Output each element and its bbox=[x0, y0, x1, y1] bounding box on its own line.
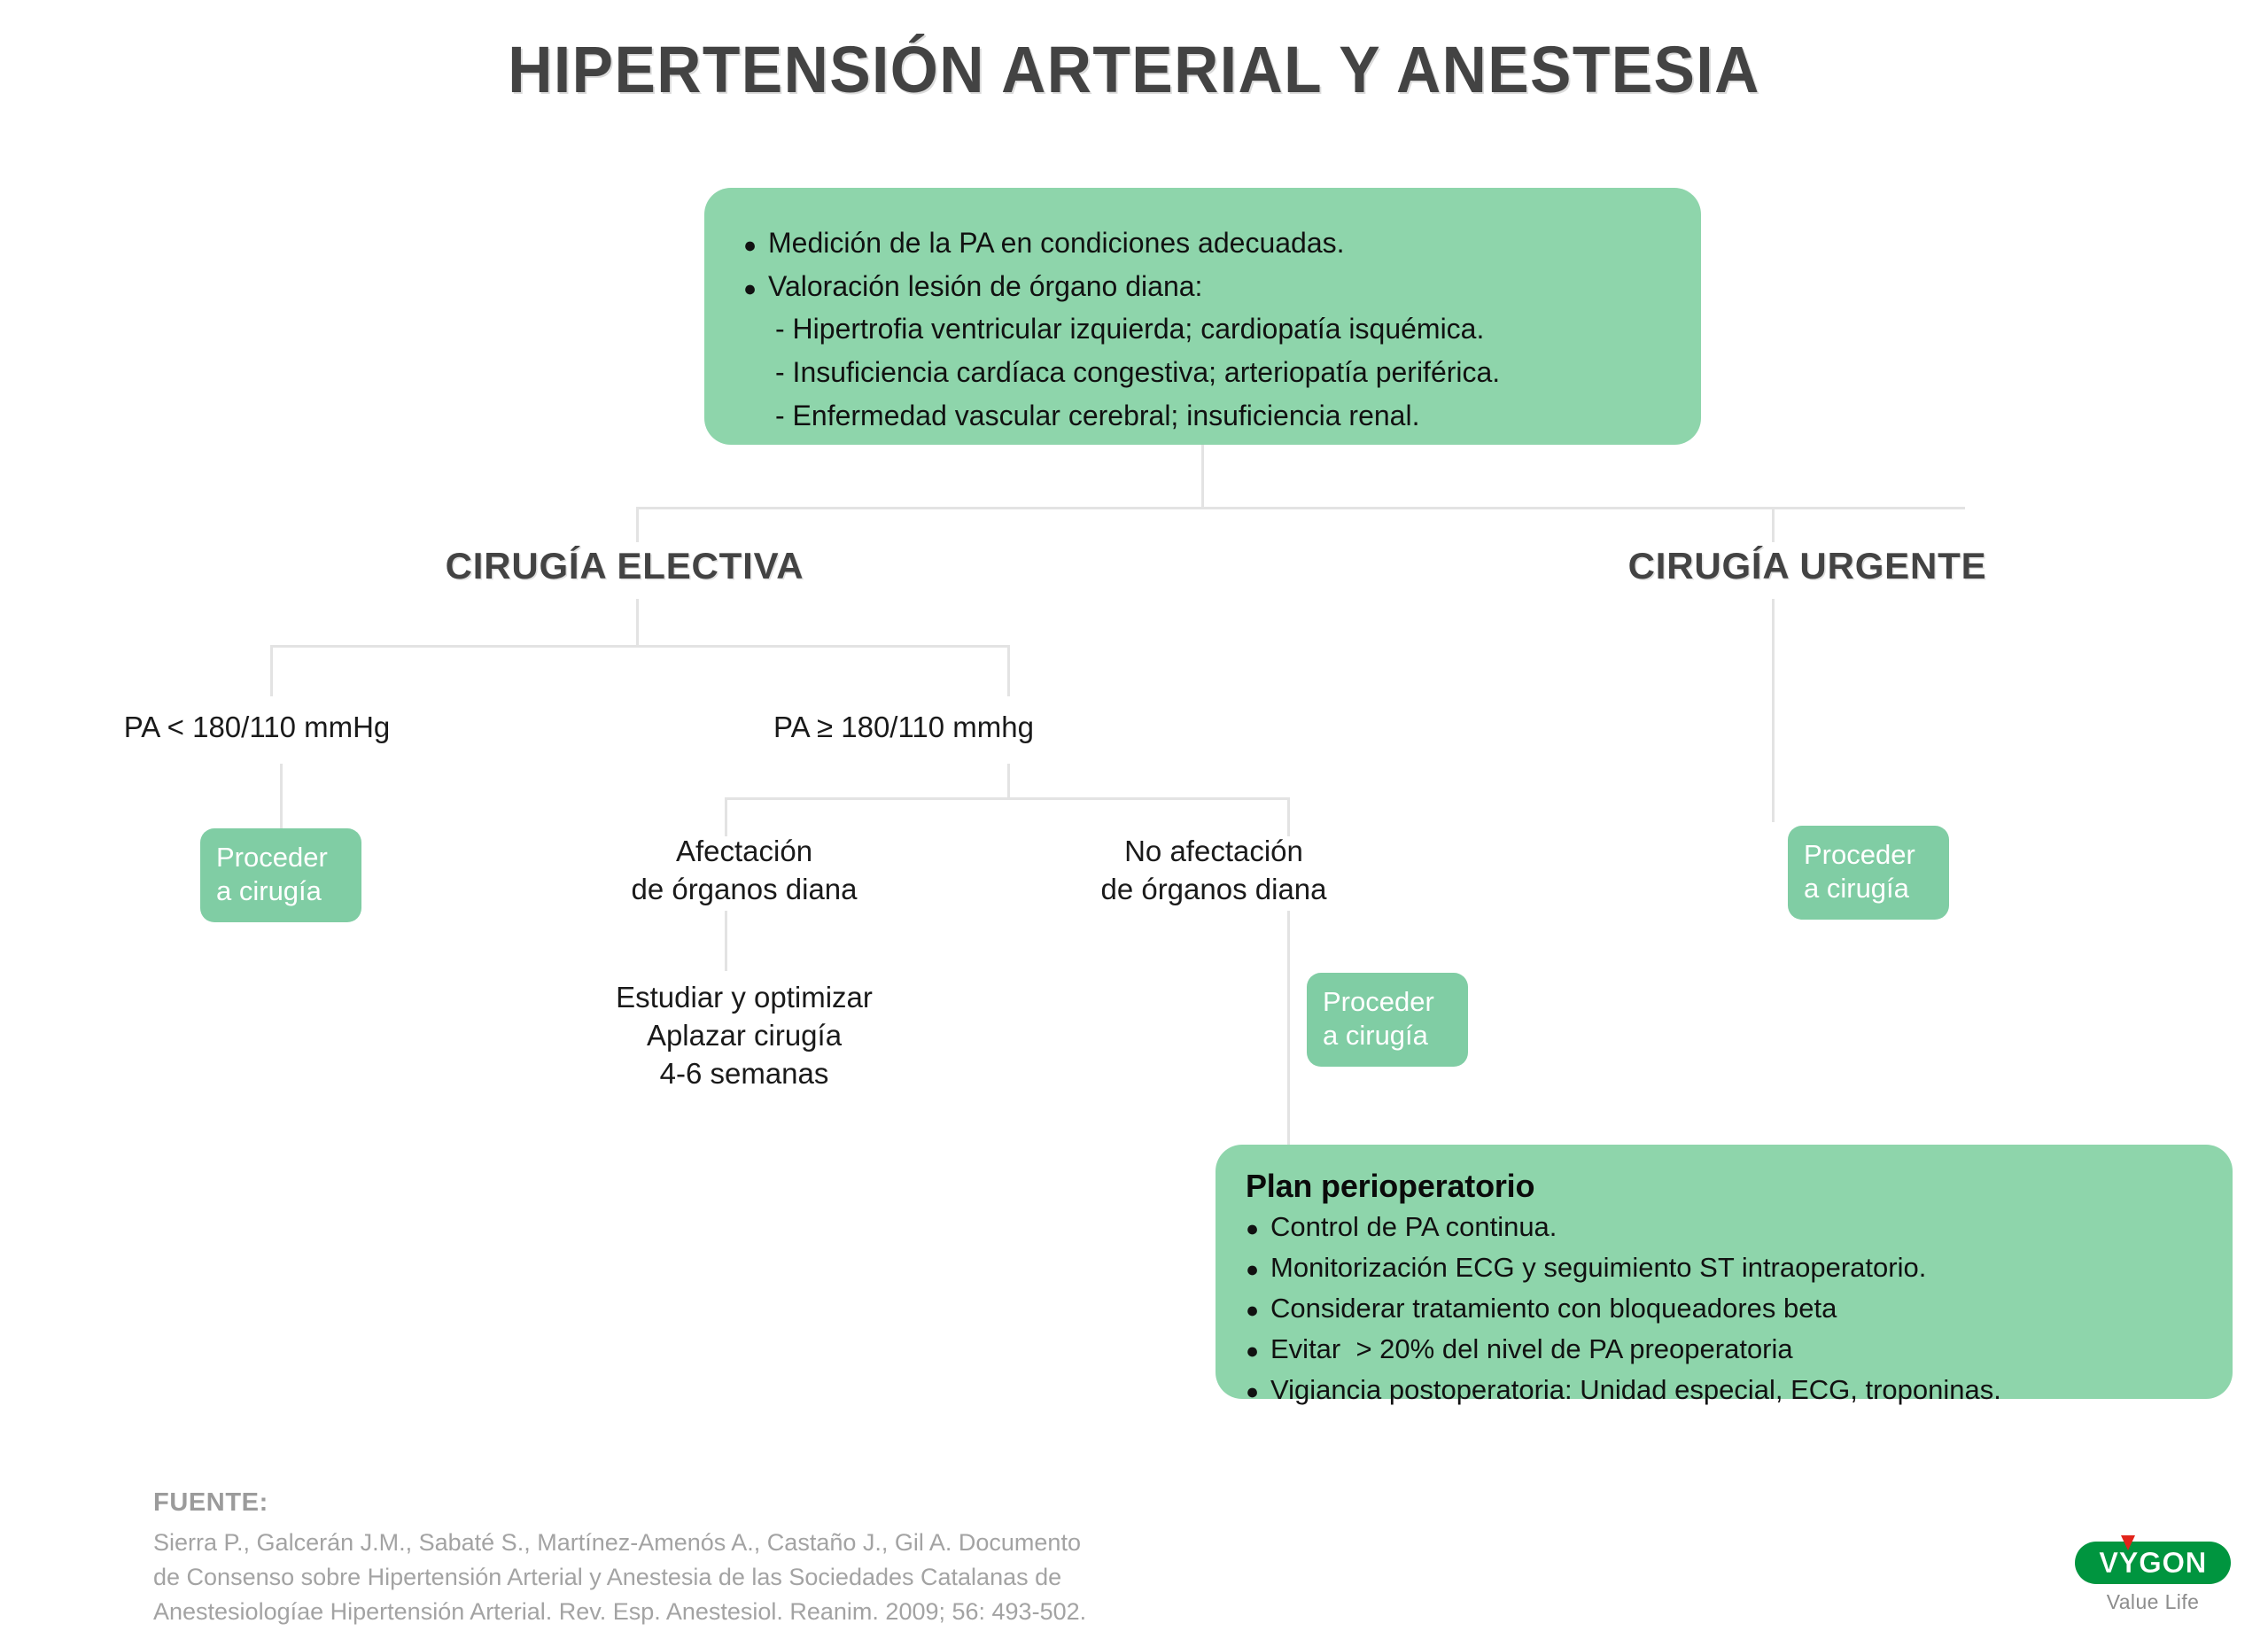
bullet-dot-icon: ● bbox=[1246, 1256, 1260, 1282]
assessment-bullet-2-text: Valoración lesión de órgano diana: bbox=[768, 269, 1203, 302]
connector-electiva-stem bbox=[636, 599, 639, 647]
assessment-bullet-2: ● Valoración lesión de órgano diana: bbox=[743, 265, 1662, 308]
bullet-dot-icon: ● bbox=[1246, 1338, 1260, 1363]
connector-pa-high-stem bbox=[1007, 764, 1010, 799]
plan-perioperatorio-panel: Plan perioperatorio ● Control de PA cont… bbox=[1216, 1145, 2233, 1405]
label-pa-low: PA < 180/110 mmHg bbox=[123, 711, 391, 743]
plan-bullet-2-text: Monitorización ECG y seguimiento ST intr… bbox=[1270, 1251, 1927, 1283]
branch-heading-urgente: CIRUGÍA URGENTE bbox=[1627, 545, 1987, 586]
bullet-dot-icon: ● bbox=[743, 276, 757, 301]
pill-proceder-a-cirugia-no-afectacion: Proceder a cirugía bbox=[1307, 973, 1468, 1067]
plan-bullet-1-text: Control de PA continua. bbox=[1270, 1211, 1557, 1242]
assessment-bullet-1: ● Medición de la PA en condiciones adecu… bbox=[743, 221, 1662, 265]
plan-bullet-3-text: Considerar tratamiento con bloqueadores … bbox=[1270, 1292, 1837, 1324]
logo-pill-shape: VYGON bbox=[2075, 1535, 2231, 1584]
red-droplet-icon bbox=[2121, 1535, 2135, 1550]
connector-to-urgente bbox=[1772, 507, 1775, 542]
plan-bullet-4: ● Evitar > 20% del nivel de PA preoperat… bbox=[1246, 1329, 2202, 1370]
assessment-panel: ● Medición de la PA en condiciones adecu… bbox=[704, 188, 1701, 445]
connector-organ-bar bbox=[725, 797, 1290, 800]
plan-bullet-2: ● Monitorización ECG y seguimiento ST in… bbox=[1246, 1247, 2202, 1288]
label-pa-high: PA ≥ 180/110 mmhg bbox=[773, 711, 1034, 743]
source-citation: Sierra P., Galcerán J.M., Sabaté S., Mar… bbox=[153, 1529, 1087, 1626]
connector-pa-low-to-pill bbox=[280, 764, 283, 833]
plan-bullet-4-text: Evitar > 20% del nivel de PA preoperator… bbox=[1270, 1332, 1793, 1364]
plan-panel-title: Plan perioperatorio bbox=[1246, 1168, 1535, 1204]
connector-to-pa-high bbox=[1007, 645, 1010, 696]
logo-wordmark: VYGON bbox=[2099, 1546, 2207, 1579]
connector-to-electiva bbox=[636, 507, 639, 542]
plan-bullet-3: ● Considerar tratamiento con bloqueadore… bbox=[1246, 1288, 2202, 1329]
connector-noafectacion-to-plan bbox=[1287, 911, 1290, 1146]
connector-pa-bar bbox=[270, 645, 1010, 648]
connector-root-stem bbox=[1201, 445, 1204, 509]
connector-to-pa-low bbox=[270, 645, 273, 696]
plan-bullet-1: ● Control de PA continua. bbox=[1246, 1207, 2202, 1247]
label-afectacion: Afectación de órganos diana bbox=[631, 835, 858, 905]
bullet-dot-icon: ● bbox=[743, 233, 757, 258]
plan-bullet-5: ● Vigiancia postoperatoria: Unidad espec… bbox=[1246, 1370, 2202, 1410]
assessment-bullet-1-text: Medición de la PA en condiciones adecuad… bbox=[768, 227, 1345, 259]
connector-root-bar bbox=[636, 507, 1965, 509]
assessment-sub-3: - Enfermedad vascular cerebral; insufici… bbox=[775, 399, 1420, 431]
source-label: FUENTE: bbox=[153, 1488, 268, 1517]
assessment-sub-2: - Insuficiencia cardíaca congestiva; art… bbox=[775, 355, 1501, 388]
connector-urgente-stem bbox=[1772, 599, 1775, 822]
vygon-logo: VYGON Value Life bbox=[2064, 1535, 2241, 1620]
bullet-dot-icon: ● bbox=[1246, 1216, 1260, 1241]
assessment-sub-1: - Hipertrofia ventricular izquierda; car… bbox=[775, 313, 1485, 346]
label-estudiar-optimizar: Estudiar y optimizar Aplazar cirugía 4-6… bbox=[616, 981, 873, 1090]
page-title: HIPERTENSIÓN ARTERIAL Y ANESTESIA bbox=[508, 33, 1760, 106]
logo-tagline: Value Life bbox=[2106, 1590, 2200, 1613]
connector-afectacion-to-estudiar bbox=[725, 911, 727, 971]
pill-proceder-a-cirugia-urgente: Proceder a cirugía bbox=[1788, 826, 1949, 920]
bullet-dot-icon: ● bbox=[1246, 1297, 1260, 1323]
branch-heading-electiva: CIRUGÍA ELECTIVA bbox=[445, 545, 804, 586]
connector-to-noafectacion bbox=[1287, 797, 1290, 836]
pill-proceder-a-cirugia-electiva-low: Proceder a cirugía bbox=[200, 828, 361, 922]
plan-bullet-5-text: Vigiancia postoperatoria: Unidad especia… bbox=[1270, 1373, 2001, 1405]
label-no-afectacion: No afectación de órganos diana bbox=[1100, 835, 1327, 905]
bullet-dot-icon: ● bbox=[1246, 1379, 1260, 1404]
connector-to-afectacion bbox=[725, 797, 727, 836]
